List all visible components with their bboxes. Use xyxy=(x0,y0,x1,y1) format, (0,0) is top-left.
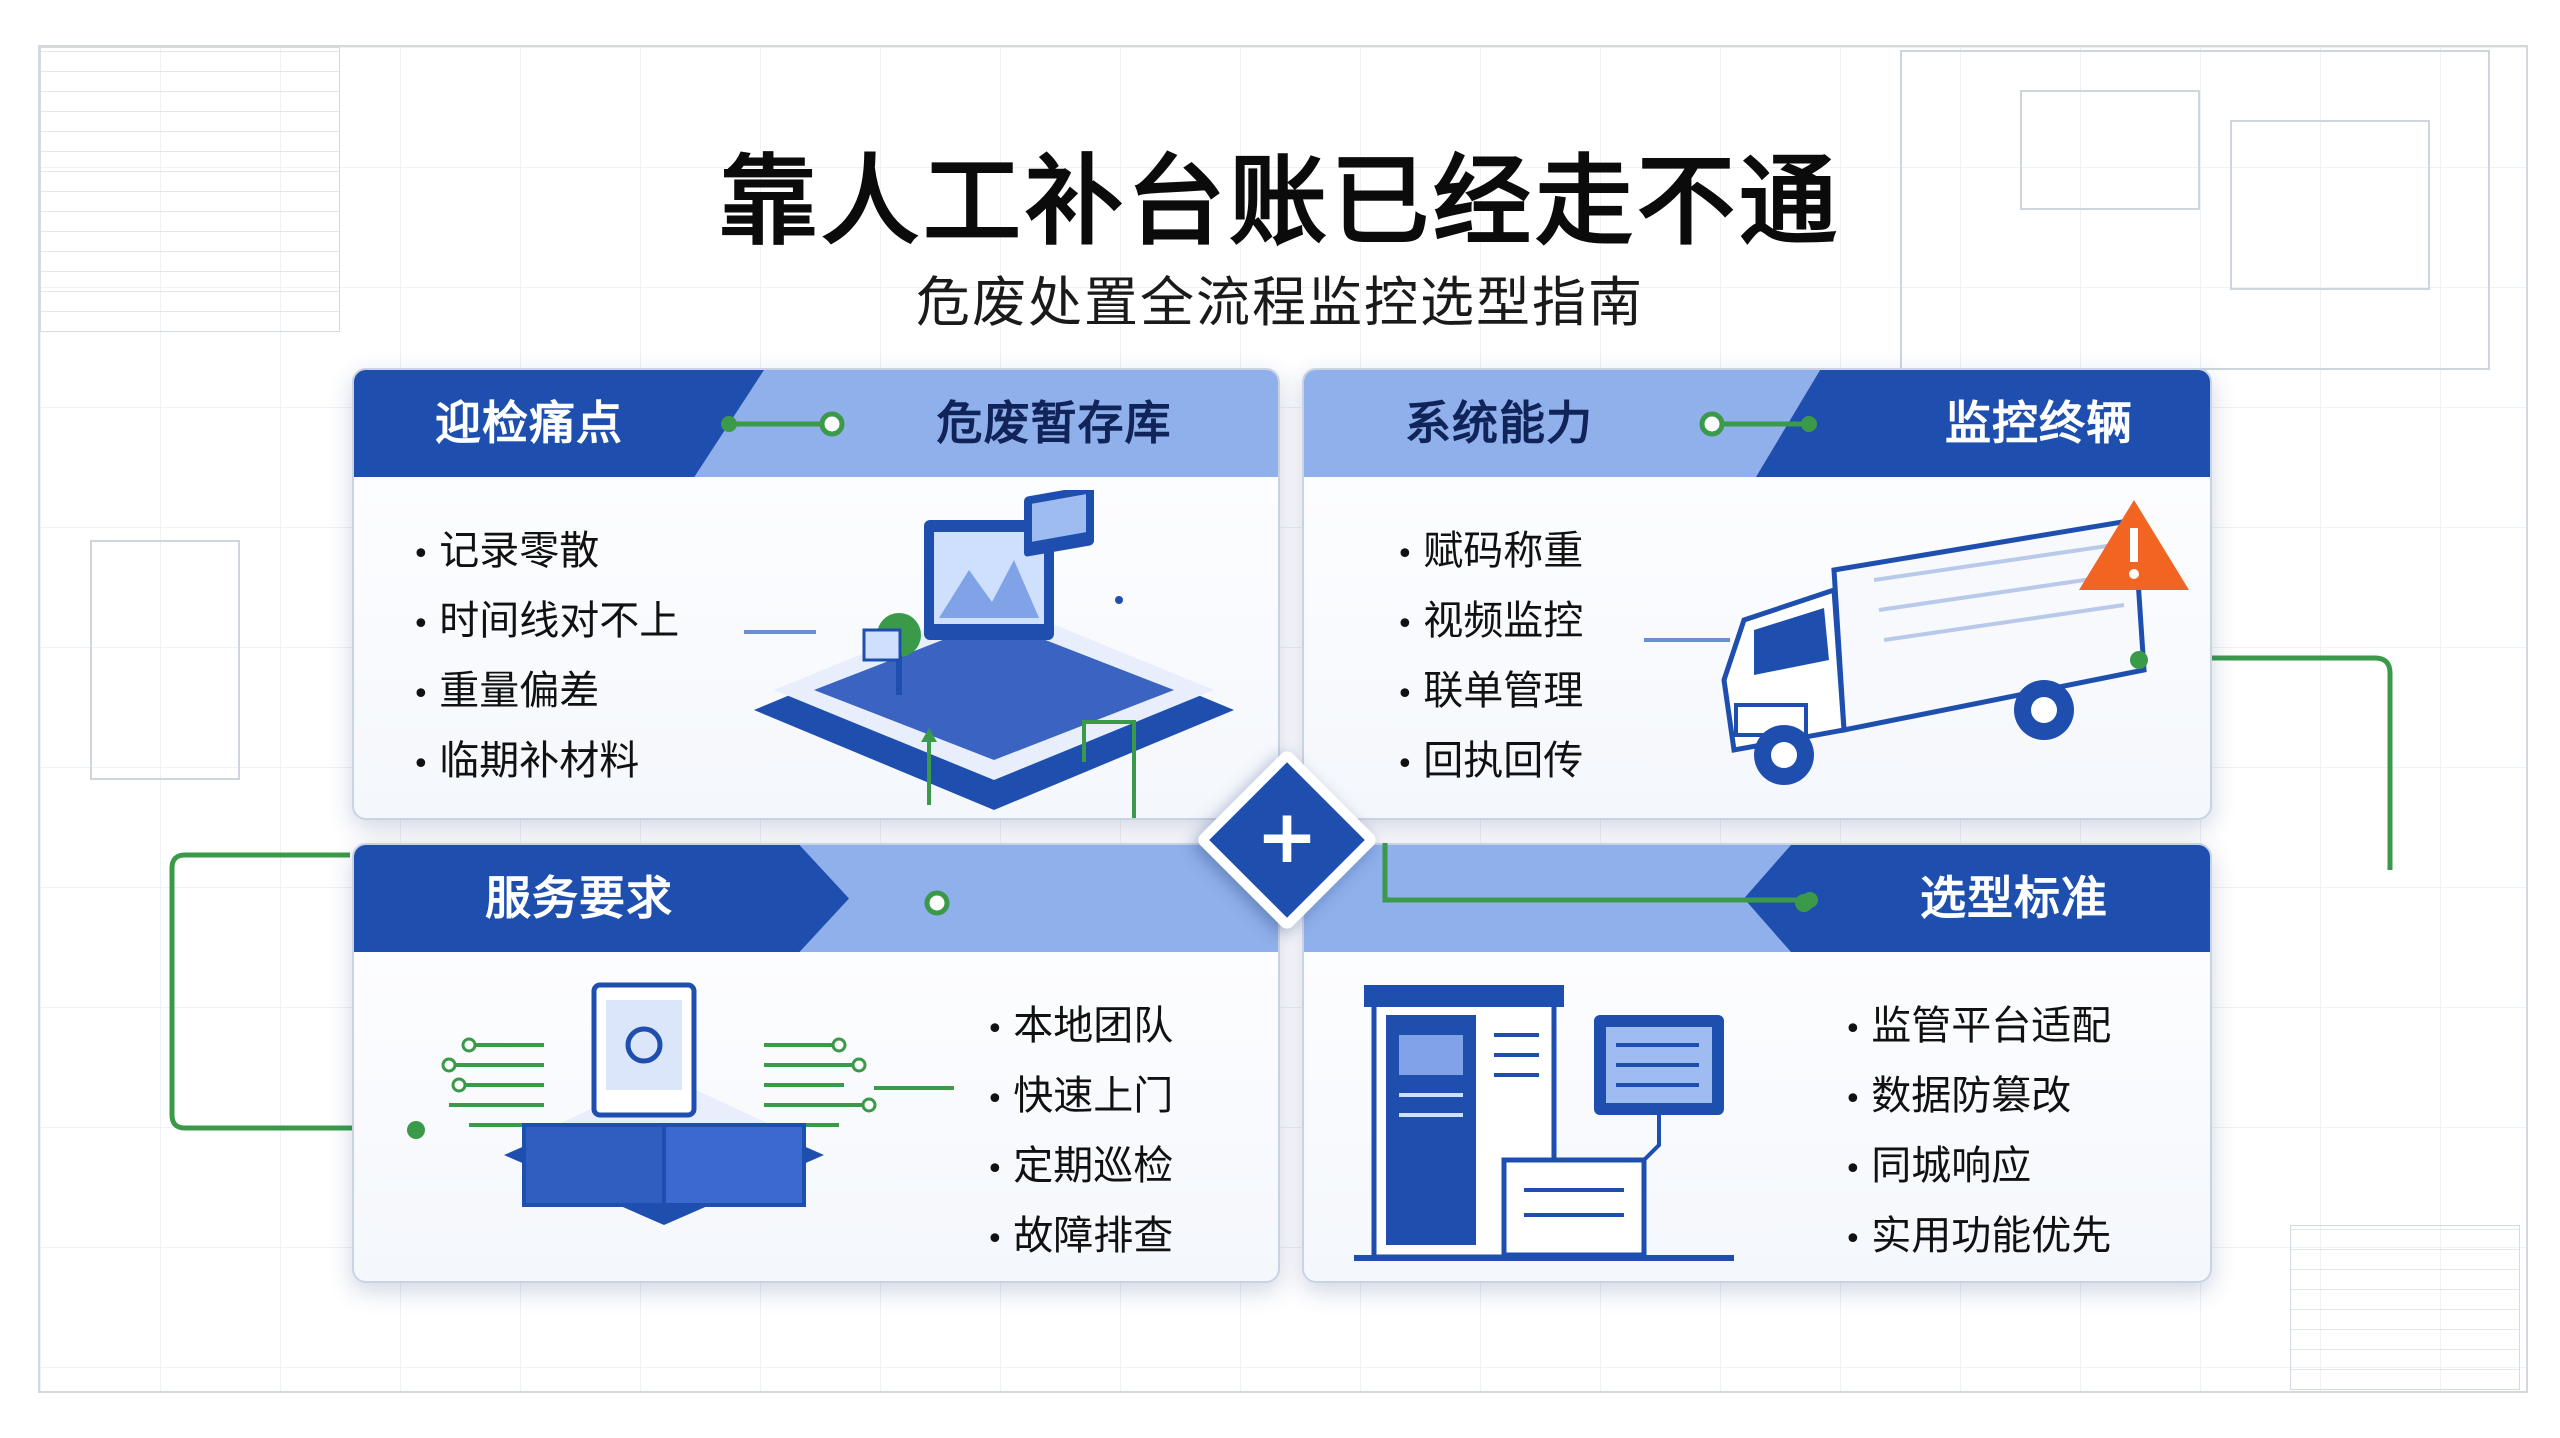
list-item: 记录零散 xyxy=(412,518,679,588)
server-network-icon xyxy=(407,982,954,1225)
blueprint-room xyxy=(2020,90,2200,210)
panel-service-requirements: 服务要求 本地团队 快速上门 定期巡检 故障排查 xyxy=(352,843,1280,1283)
list-item: 数据防篡改 xyxy=(1844,1063,2111,1133)
blueprint-room xyxy=(2230,120,2430,290)
panel-selection-criteria: 选型标准 监管平台适配 数据防篡改 同城响应 实用功能优先 xyxy=(1302,843,2212,1283)
pain-points-list: 记录零散 时间线对不上 重量偏差 临期补材料 xyxy=(412,518,679,798)
list-item: 临期补材料 xyxy=(412,728,679,798)
panel-header: 服务要求 xyxy=(354,845,1278,952)
list-item: 故障排查 xyxy=(986,1203,1173,1273)
blueprint-room-left xyxy=(90,540,240,780)
blueprint-table-bottom-right xyxy=(2290,1225,2520,1390)
connector-left-loop xyxy=(169,852,402,1131)
panel-header: 系统能力 监控终辆 xyxy=(1304,370,2210,477)
header-label-service: 服务要求 xyxy=(485,871,673,925)
list-item: 本地团队 xyxy=(986,993,1173,1063)
header-connector-icon xyxy=(721,411,845,437)
header-label-pain-points: 迎检痛点 xyxy=(435,396,623,450)
header-label-storage: 危废暂存库 xyxy=(936,396,1172,450)
connector-right-loop xyxy=(2138,655,2393,870)
header-dark-band xyxy=(1744,845,2210,952)
warehouse-terminal-icon xyxy=(744,490,1234,818)
panel-system-capabilities: 系统能力 监控终辆 赋码称重 视频监控 联单管理 回执回传 xyxy=(1302,368,2212,820)
list-item: 联单管理 xyxy=(1396,658,1583,728)
header-dark-band xyxy=(354,845,849,952)
list-item: 监管平台适配 xyxy=(1844,993,2111,1063)
connector-center-right xyxy=(1382,843,1810,903)
panel-inspection-pain-points: 迎检痛点 危废暂存库 记录零散 时间线对不上 重量偏差 临期补材料 xyxy=(352,368,1280,820)
service-list: 本地团队 快速上门 定期巡检 故障排查 xyxy=(986,993,1173,1273)
plus-icon: + xyxy=(1255,794,1318,880)
truck-icon xyxy=(1644,500,2189,785)
header-dark-band xyxy=(354,370,764,477)
panel-header: 迎检痛点 危废暂存库 xyxy=(354,370,1278,477)
header-connector-icon xyxy=(924,890,950,916)
list-item: 快速上门 xyxy=(986,1063,1173,1133)
list-item: 实用功能优先 xyxy=(1844,1203,2111,1273)
blueprint-table-top-left xyxy=(40,47,340,332)
page-subtitle: 危废处置全流程监控选型指南 xyxy=(916,271,1644,334)
list-item: 视频监控 xyxy=(1396,588,1583,658)
header-label-truck: 监控终辆 xyxy=(1945,396,2133,450)
list-item: 同城响应 xyxy=(1844,1133,2111,1203)
criteria-list: 监管平台适配 数据防篡改 同城响应 实用功能优先 xyxy=(1844,993,2111,1273)
list-item: 定期巡检 xyxy=(986,1133,1173,1203)
header-label-capabilities: 系统能力 xyxy=(1405,396,1593,450)
capabilities-list: 赋码称重 视频监控 联单管理 回执回传 xyxy=(1396,518,1583,798)
list-item: 重量偏差 xyxy=(412,658,679,728)
header-dark-band xyxy=(1756,370,2210,477)
list-item: 赋码称重 xyxy=(1396,518,1583,588)
monitoring-terminal-icon xyxy=(1354,985,1734,1261)
header-label-criteria: 选型标准 xyxy=(1920,871,2108,925)
list-item: 时间线对不上 xyxy=(412,588,679,658)
list-item: 回执回传 xyxy=(1396,728,1583,798)
page-title: 靠人工补台账已经走不通 xyxy=(718,145,1841,259)
header-connector-icon xyxy=(1699,411,1817,437)
